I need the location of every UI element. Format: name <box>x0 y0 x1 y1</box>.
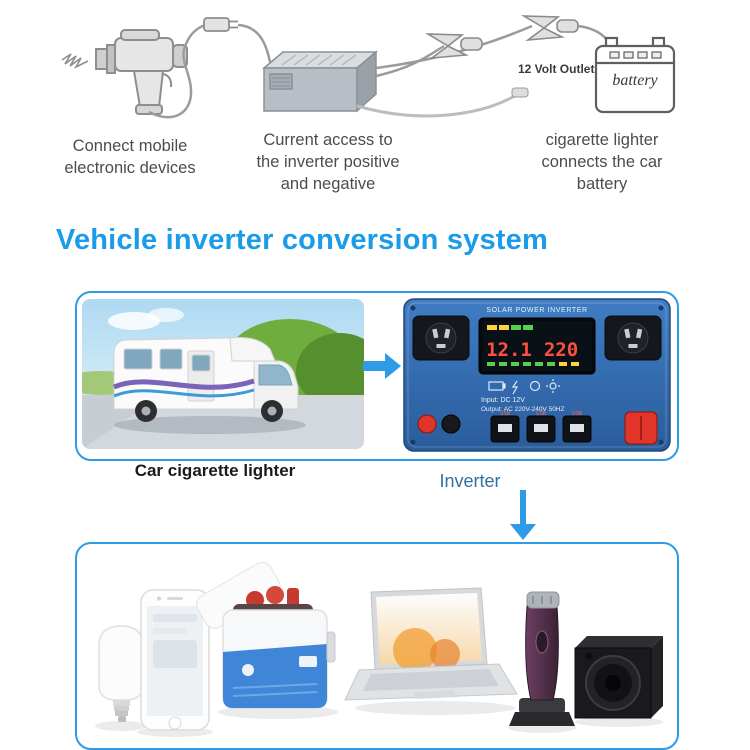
appliances-box <box>75 542 679 750</box>
appliances-illustration <box>95 561 663 737</box>
down-arrow-icon <box>510 490 536 540</box>
device-output-line: Output: AC 220V-240V 50HZ <box>481 406 564 413</box>
power-switch <box>624 411 658 445</box>
drill-icon <box>61 29 188 115</box>
device-input-line: Input: DC 12V <box>481 397 525 404</box>
usb-port: USB <box>490 411 520 443</box>
shaver-icon <box>508 591 576 733</box>
wire-to-clamp2 <box>375 24 533 70</box>
battery-label: battery <box>612 72 658 89</box>
terminal-negative <box>441 414 461 434</box>
inverter-flow-box: SOLAR POWER INVERTER <box>75 291 679 461</box>
laptop-icon <box>344 587 518 715</box>
ac-socket-right-icon <box>604 315 662 361</box>
battery-icon <box>594 36 676 114</box>
rv-photo <box>82 299 364 449</box>
rv-vehicle <box>113 337 299 410</box>
ac-socket-left-icon <box>412 315 470 361</box>
smartphone-icon <box>137 589 213 737</box>
inverter-box-icon <box>261 50 379 113</box>
car-fridge-icon <box>196 561 338 719</box>
right-arrow-icon <box>363 353 401 379</box>
svg-text:USB: USB <box>500 411 511 417</box>
outlet-plug-icon <box>511 87 529 98</box>
wire-to-clamp1 <box>375 44 445 78</box>
caption-current-access: Current access to the inverter positive … <box>256 131 400 193</box>
display-output: 220 <box>544 339 578 361</box>
inverter-caption: Inverter <box>439 471 501 491</box>
caption-connect-devices: Connect mobile electronic devices <box>64 137 196 177</box>
usb-port: USB <box>562 411 592 443</box>
clamp-icon <box>520 15 579 42</box>
status-icons <box>488 379 560 395</box>
outlet-cable <box>356 92 519 118</box>
drill-cable <box>148 23 206 119</box>
device-title: SOLAR POWER INVERTER <box>486 307 587 314</box>
inverter-device: SOLAR POWER INVERTER <box>403 298 671 452</box>
svg-text:USB: USB <box>536 411 547 417</box>
speaker-icon <box>574 636 663 727</box>
plug-icon <box>203 17 238 32</box>
outlet-label: 12 Volt Outlet <box>518 62 595 76</box>
display-voltage: 12.1 <box>486 339 532 361</box>
led-bulb-icon <box>95 625 147 731</box>
plug-to-inverter-cable <box>237 23 272 63</box>
page-title: Vehicle inverter conversion system <box>56 224 548 256</box>
clamp-icon <box>424 33 483 60</box>
lcd-display: 12.1 220 <box>478 317 596 375</box>
svg-text:USB: USB <box>572 411 583 417</box>
terminal-positive <box>417 414 437 434</box>
connection-diagram <box>61 15 676 119</box>
car-cigarette-lighter-caption: Car cigarette lighter <box>134 461 296 480</box>
caption-cigarette-lighter: cigarette lighter connects the car batte… <box>541 131 663 193</box>
usb-port: USB <box>526 411 556 443</box>
